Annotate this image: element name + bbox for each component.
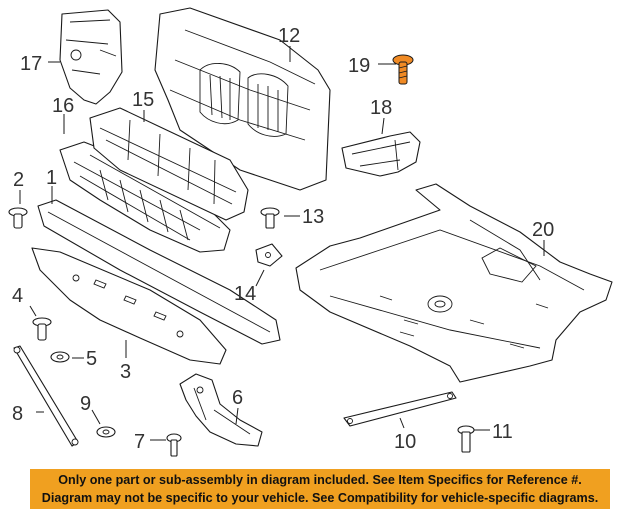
- callout-14: 14: [234, 283, 256, 305]
- callout-12: 12: [278, 25, 300, 47]
- part-17-air-duct: [59, 9, 123, 105]
- callout-9: 9: [80, 393, 91, 415]
- callout-4: 4: [12, 285, 23, 307]
- part-16-grille: [59, 141, 231, 253]
- part-5-nut: [50, 351, 70, 363]
- callout-17: 17: [20, 53, 42, 75]
- callout-8: 8: [12, 403, 23, 425]
- part-20-underbody-shield: [295, 183, 613, 383]
- part-9-nut: [96, 426, 116, 438]
- part-3-deflector: [31, 247, 227, 365]
- callout-1: 1: [46, 167, 57, 189]
- callout-7: 7: [134, 431, 145, 453]
- part-15-air-guide: [89, 107, 249, 221]
- callout-20: 20: [532, 219, 554, 241]
- callout-13: 13: [302, 206, 324, 228]
- part-10-brace: [343, 391, 457, 427]
- disclaimer-line-2: Diagram may not be specific to your vehi…: [41, 491, 599, 505]
- callout-3: 3: [120, 361, 131, 383]
- callout-15: 15: [132, 89, 154, 111]
- part-2-clip: [8, 207, 28, 229]
- callout-18: 18: [370, 97, 392, 119]
- disclaimer-banner: Only one part or sub-assembly in diagram…: [30, 469, 610, 509]
- part-6-bracket: [179, 373, 263, 447]
- part-1-reinforcement: [37, 199, 281, 345]
- part-14-clip-nut: [255, 243, 283, 267]
- part-12-grille-frame: [154, 7, 331, 191]
- part-11-bolt: [457, 425, 475, 453]
- disclaimer-line-1: Only one part or sub-assembly in diagram…: [58, 473, 582, 487]
- callout-19: 19: [348, 55, 370, 77]
- part-4-clip: [32, 317, 52, 341]
- callout-11: 11: [492, 421, 513, 443]
- callout-16: 16: [52, 95, 74, 117]
- part-19-bolt: [392, 54, 414, 85]
- callout-5: 5: [86, 348, 97, 370]
- part-8-strut: [13, 345, 79, 447]
- callout-10: 10: [394, 431, 416, 453]
- leader-lines: [19, 46, 545, 441]
- callout-2: 2: [13, 169, 24, 191]
- callout-6: 6: [232, 387, 243, 409]
- part-7-bolt: [166, 433, 182, 457]
- part-13-bolt: [260, 207, 280, 229]
- part-18-bracket: [341, 131, 421, 177]
